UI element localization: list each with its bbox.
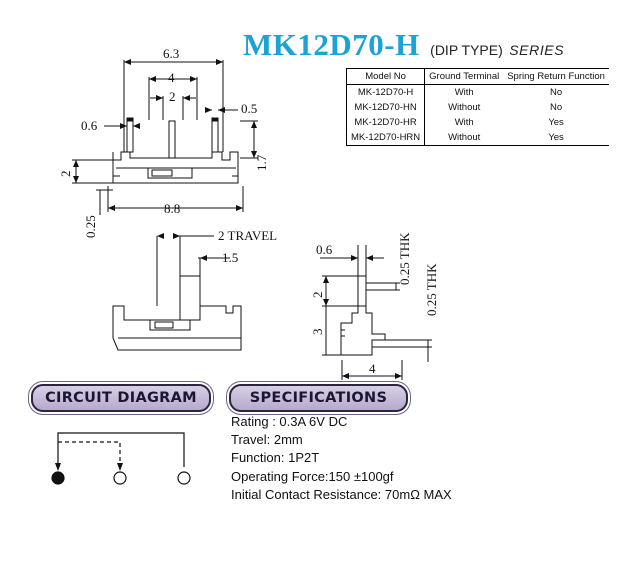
model-table: Model No Ground Terminal Spring Return F… bbox=[345, 68, 609, 146]
table-cell: MK-12D70-HR bbox=[345, 115, 426, 130]
model-title: MK12D70-H bbox=[243, 27, 420, 62]
dim-pin-pitch: 2 bbox=[169, 89, 176, 104]
spec-travel: Travel: 2mm bbox=[231, 432, 303, 448]
dim-side-height-upper: 2 bbox=[310, 292, 325, 299]
dim-body-height: 2 bbox=[58, 171, 73, 178]
dim-pin-span: 4 bbox=[168, 70, 175, 85]
circuit-diagram bbox=[51, 432, 191, 485]
column-header: Spring Return Function bbox=[503, 68, 609, 85]
dim-travel: 2 TRAVEL bbox=[218, 228, 277, 243]
dim-left-offset: 0.6 bbox=[81, 118, 98, 133]
dim-gap: 0.25 bbox=[83, 215, 98, 238]
series-label: SERIES bbox=[509, 42, 565, 58]
table-cell: Yes bbox=[548, 117, 564, 128]
table-cell: Without bbox=[424, 130, 504, 146]
table-cell: MK-12D70-H bbox=[345, 84, 426, 100]
table-row: MK-12D70-HR With Yes bbox=[345, 115, 609, 130]
table-cell: With bbox=[454, 87, 474, 98]
spec-rating: Rating : 0.3A 6V DC bbox=[231, 414, 348, 429]
spec-contact-resistance: Initial Contact Resistance: 70mΩ MAX bbox=[231, 486, 452, 502]
table-cell: MK-12D70-HRN bbox=[345, 130, 426, 146]
table-cell: No bbox=[549, 87, 563, 98]
dim-side-thk1: 0.25 THK bbox=[397, 232, 412, 285]
title-row: MK12D70-H (DIP TYPE) SERIES bbox=[243, 27, 564, 63]
circuit-diagram-heading: CIRCUIT DIAGRAM bbox=[31, 384, 211, 412]
type-label: (DIP TYPE) bbox=[430, 42, 503, 58]
table-cell: With bbox=[454, 117, 474, 128]
dim-actuator-width: 1.5 bbox=[222, 250, 238, 265]
specifications-heading: SPECIFICATIONS bbox=[229, 384, 408, 412]
specifications-list: Rating : 0.3A 6V DC Travel: 2mm Function… bbox=[231, 413, 452, 504]
dim-side-pin: 0.6 bbox=[316, 242, 333, 257]
dim-side-width: 4 bbox=[369, 361, 376, 376]
table-cell: MK-12D70-HN bbox=[345, 100, 426, 115]
dim-height-pins: 1.7 bbox=[254, 154, 269, 171]
dim-body-width: 8.8 bbox=[164, 201, 180, 216]
dim-side-thk2: 0.25 THK bbox=[424, 263, 439, 316]
table-cell: Without bbox=[448, 102, 481, 113]
dim-width-outer: 6.3 bbox=[163, 46, 179, 61]
dim-side-height-lower: 3 bbox=[310, 329, 325, 336]
table-header-row: Model No Ground Terminal Spring Return F… bbox=[345, 68, 609, 85]
table-cell: No bbox=[549, 102, 563, 113]
spec-operating-force: Operating Force:150 ±100gf bbox=[231, 468, 394, 484]
table-cell: Yes bbox=[503, 130, 609, 146]
table-row: MK-12D70-H With No bbox=[345, 84, 609, 100]
column-header: Ground Terminal bbox=[424, 68, 504, 85]
table-row: MK-12D70-HN Without No bbox=[345, 100, 609, 115]
spec-function: Function: 1P2T bbox=[231, 450, 320, 466]
table-row: MK-12D70-HRN Without Yes bbox=[345, 130, 609, 146]
column-header: Model No bbox=[345, 68, 426, 85]
dim-pin-width: 0.5 bbox=[241, 101, 257, 116]
